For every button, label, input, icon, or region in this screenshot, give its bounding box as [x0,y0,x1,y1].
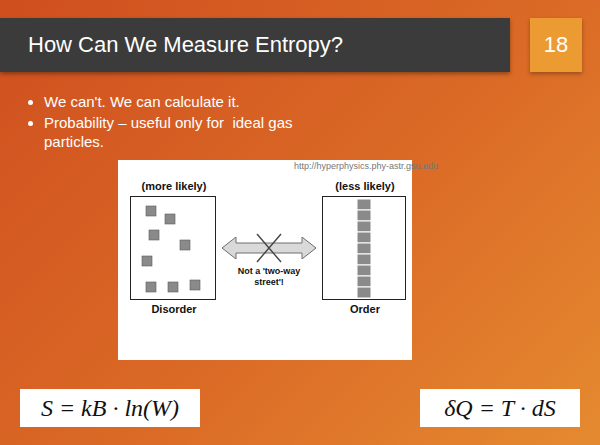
square [168,282,178,292]
source-url: http://hyperphysics.phy-astr.gsu.edu [294,161,438,171]
picture-box: (more likely)Disorder [130,196,216,300]
square [357,243,371,254]
square [357,254,371,265]
square [357,210,371,221]
formula-box: δQ = T · dS [420,389,580,427]
square [146,206,156,216]
square [190,280,200,290]
bullet-text: We can't. We can calculate it. [44,92,338,111]
square [142,256,152,266]
square [146,282,156,292]
square [357,265,371,276]
formula-box: S = kB · ln(W) [20,389,200,427]
formula-text: δQ = T · dS [444,395,556,422]
square [149,230,159,240]
scattered-squares [142,206,200,292]
edge-label: Not a 'two-way street'! [224,266,314,288]
probability-label: (less likely) [293,180,437,192]
probability-label: (more likely) [101,180,247,192]
slide-number: 18 [530,18,582,72]
square [165,214,175,224]
square [357,287,371,298]
bullet-text: Probability – useful only for ideal gas … [44,113,338,151]
cross-mark [257,234,281,262]
picture-box: (less likely)Order [322,196,406,300]
square [180,240,190,250]
formula-text: S = kB · ln(W) [41,395,179,422]
title-bar: How Can We Measure Entropy? [0,18,510,72]
state-label: Order [293,303,437,315]
square [357,232,371,243]
square [357,199,371,210]
state-label: Disorder [101,303,247,315]
slide-number-box: 18 [530,18,582,72]
slide-title: How Can We Measure Entropy? [28,18,343,72]
square [357,221,371,232]
square [357,276,371,287]
bullet-list: We can't. We can calculate it. Probabilit… [28,92,338,153]
stacked-squares [357,199,371,298]
